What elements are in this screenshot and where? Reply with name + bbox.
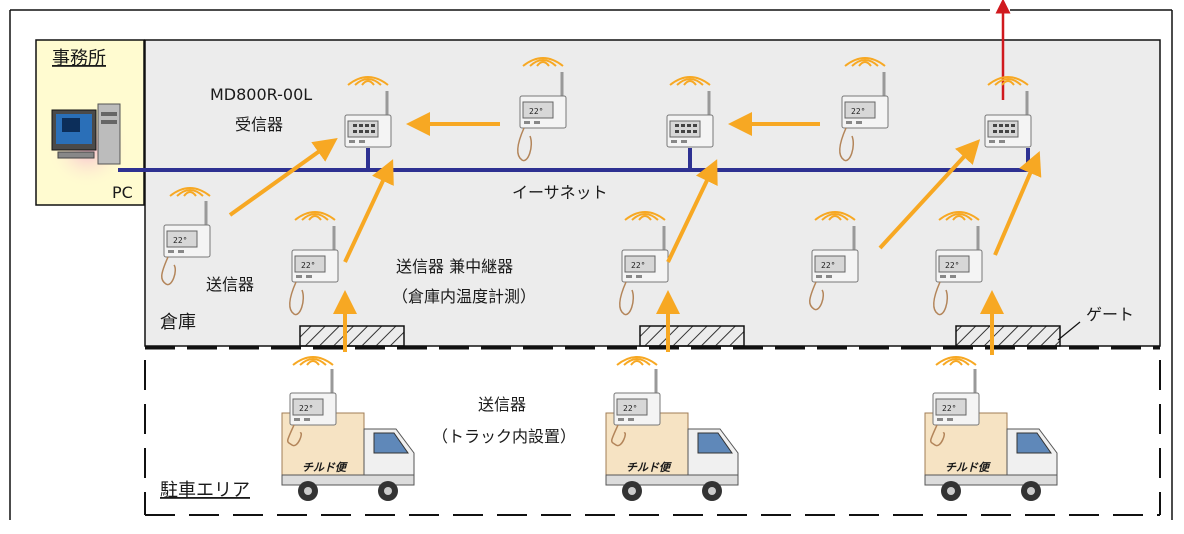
pc-label: PC bbox=[112, 183, 133, 202]
truck-transmitter-label-1: 送信器 bbox=[478, 395, 526, 414]
lcd-reading: 22° bbox=[529, 107, 543, 116]
gate-label: ゲート bbox=[1086, 305, 1134, 324]
transmitter-device: 22° bbox=[839, 72, 889, 162]
wireless-icon bbox=[669, 76, 711, 86]
wireless-icon bbox=[844, 57, 886, 67]
warehouse-label: 倉庫 bbox=[160, 312, 196, 333]
wireless-icon bbox=[814, 211, 856, 221]
truck-transmitter-label-2: （トラック内設置） bbox=[432, 427, 576, 446]
truck-logo-label: チルド便 bbox=[302, 461, 348, 474]
repeater-device: 22° bbox=[933, 226, 983, 316]
devices-layer: 22° 22° 22° 22° 22° 22° 22° bbox=[161, 57, 1032, 316]
lcd-reading: 22° bbox=[299, 404, 313, 413]
lcd-reading: 22° bbox=[631, 261, 645, 270]
wireless-icon bbox=[624, 211, 666, 221]
receiver-device bbox=[666, 91, 714, 148]
transmitter-device: 22° bbox=[517, 72, 567, 162]
truck-logo-label: チルド便 bbox=[945, 461, 991, 474]
truck: チルド便 22° bbox=[281, 356, 415, 501]
truck-transmitter-device: 22° bbox=[930, 369, 980, 447]
lcd-reading: 22° bbox=[942, 404, 956, 413]
lcd-reading: 22° bbox=[945, 261, 959, 270]
repeater-label-1: 送信器 兼中継器 bbox=[396, 257, 513, 276]
wireless-arrow bbox=[878, 139, 981, 250]
lcd-reading: 22° bbox=[851, 107, 865, 116]
wireless-arrow bbox=[228, 138, 338, 217]
receiver-model-label: MD800R-00L bbox=[210, 85, 312, 104]
wireless-icon bbox=[294, 211, 336, 221]
pc-icon bbox=[51, 103, 121, 165]
wireless-icon bbox=[935, 356, 977, 366]
transmitter-label: 送信器 bbox=[206, 275, 254, 294]
wireless-icon bbox=[616, 356, 658, 366]
ethernet-label: イーサネット bbox=[512, 183, 608, 202]
arrows-layer bbox=[228, 112, 1042, 355]
gate-1 bbox=[299, 325, 405, 347]
truck: チルド便 22° bbox=[924, 356, 1058, 501]
repeater-label-2: （倉庫内温度計測） bbox=[392, 287, 536, 306]
receiver-label: 受信器 bbox=[235, 115, 283, 134]
wireless-icon bbox=[987, 76, 1029, 86]
wireless-icon bbox=[169, 187, 211, 197]
truck: チルド便 22° bbox=[605, 356, 739, 501]
transmitter-device: 22° bbox=[161, 201, 211, 286]
wireless-arrow bbox=[666, 159, 718, 263]
gate-pointer bbox=[1057, 321, 1081, 341]
outer-frame bbox=[9, 9, 1173, 520]
receiver-device bbox=[344, 91, 392, 148]
gate-3 bbox=[955, 325, 1061, 347]
repeater-device: 22° bbox=[619, 226, 669, 316]
truck-transmitter-device: 22° bbox=[611, 369, 661, 447]
transmitter-device: 22° bbox=[809, 226, 859, 311]
wireless-arrow bbox=[343, 159, 394, 263]
wireless-icon bbox=[292, 356, 334, 366]
wireless-arrow bbox=[993, 150, 1042, 256]
repeater-device: 22° bbox=[289, 226, 339, 316]
truck-logo-label: チルド便 bbox=[626, 461, 672, 474]
office-label: 事務所 bbox=[52, 48, 106, 69]
gate-2 bbox=[639, 325, 745, 347]
lcd-reading: 22° bbox=[623, 404, 637, 413]
trucks-layer: チルド便 22° チルド便 22° チルド便 22° bbox=[281, 356, 1058, 501]
lcd-reading: 22° bbox=[821, 261, 835, 270]
wireless-icon bbox=[522, 57, 564, 67]
lcd-reading: 22° bbox=[173, 236, 187, 245]
wireless-icon bbox=[347, 76, 389, 86]
parking-label: 駐車エリア bbox=[160, 480, 250, 501]
wireless-icon bbox=[938, 211, 980, 221]
lcd-reading: 22° bbox=[301, 261, 315, 270]
receiver-device bbox=[984, 91, 1032, 148]
truck-transmitter-device: 22° bbox=[287, 369, 337, 447]
